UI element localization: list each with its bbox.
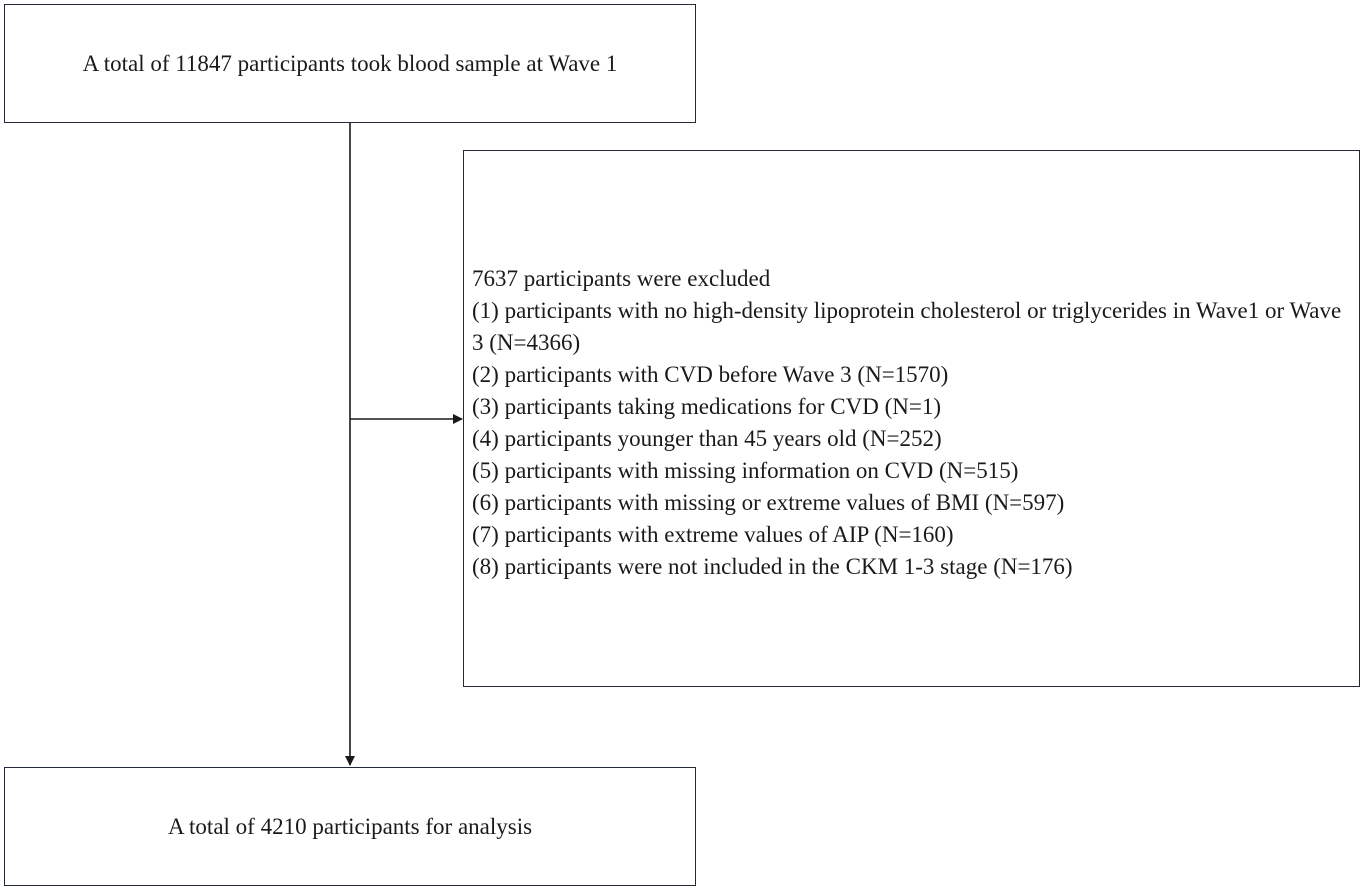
exclusion-heading: 7637 participants were excluded (472, 266, 771, 291)
exclusion-criterion-4: (4) participants younger than 45 years o… (472, 426, 942, 451)
start-population-text: A total of 11847 participants took blood… (82, 50, 618, 76)
exclusion-criterion-6: (6) participants with missing or extreme… (472, 490, 1065, 515)
exclusion-criterion-8: (8) participants were not included in th… (472, 554, 1073, 579)
exclusion-criterion-3: (3) participants taking medications for … (472, 394, 942, 419)
exclusion-criterion-2: (2) participants with CVD before Wave 3 … (472, 362, 949, 387)
exclusion-criterion-1: (1) participants with no high-density li… (472, 298, 1342, 355)
exclusion-content: 7637 participants were excluded (1) part… (472, 263, 1342, 583)
start-population-box: A total of 11847 participants took blood… (4, 4, 696, 123)
analysis-population-text: A total of 4210 participants for analysi… (167, 813, 533, 839)
analysis-population-box: A total of 4210 participants for analysi… (4, 767, 696, 886)
exclusion-criterion-5: (5) participants with missing informatio… (472, 458, 1019, 483)
exclusion-box: 7637 participants were excluded (1) part… (463, 150, 1360, 687)
exclusion-criterion-7: (7) participants with extreme values of … (472, 522, 954, 547)
